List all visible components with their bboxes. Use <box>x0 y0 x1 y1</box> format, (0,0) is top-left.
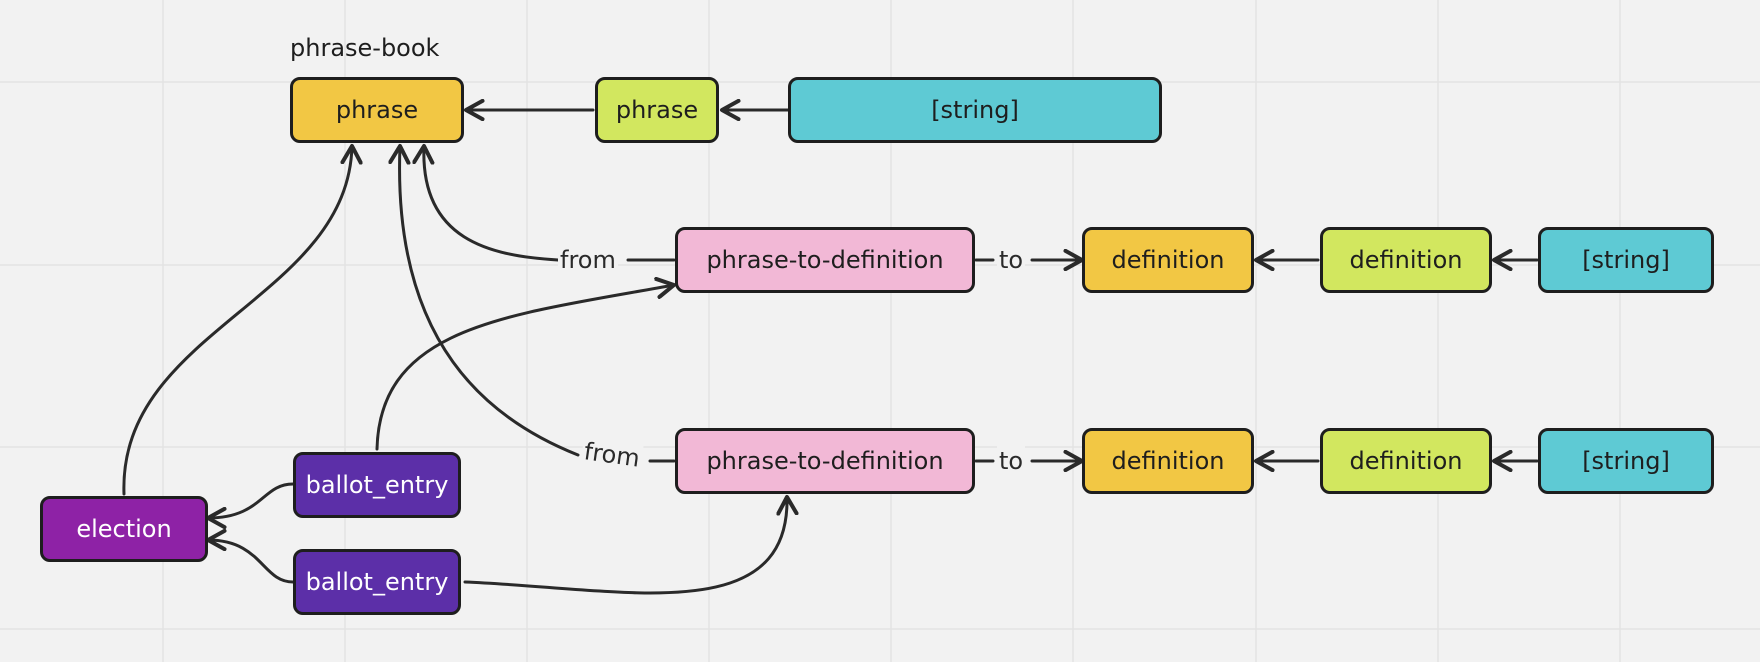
definition-node-1[interactable]: definition <box>1082 227 1254 293</box>
string-node-2[interactable]: [string] <box>1538 428 1714 494</box>
edge-ballot1-to-p2d1 <box>375 285 674 451</box>
frame-title: phrase-book <box>290 34 440 62</box>
edge-label-to-2: to <box>997 446 1026 476</box>
edge-p2d2-from-phrase <box>400 146 580 457</box>
phrase-to-definition-node-1[interactable]: phrase-to-definition <box>675 227 975 293</box>
edge-election-to-phrase <box>122 146 352 496</box>
edge-p2d1-from-phrase <box>424 146 560 262</box>
ballot-entry-node-2[interactable]: ballot_entry <box>293 549 461 615</box>
edge-ballot1-to-election <box>208 482 295 518</box>
definition-type-node-1[interactable]: definition <box>1320 227 1492 293</box>
edge-label-to-1: to <box>997 245 1026 275</box>
edge-ballot2-to-election <box>208 540 295 584</box>
ballot-entry-node-1[interactable]: ballot_entry <box>293 452 461 518</box>
definition-type-node-2[interactable]: definition <box>1320 428 1492 494</box>
election-node[interactable]: election <box>40 496 208 562</box>
edge-label-from-1: from <box>558 245 618 275</box>
phrase-type-node[interactable]: phrase <box>595 77 719 143</box>
phrase-node[interactable]: phrase <box>290 77 464 143</box>
definition-node-2[interactable]: definition <box>1082 428 1254 494</box>
phrase-to-definition-node-2[interactable]: phrase-to-definition <box>675 428 975 494</box>
string-node-1[interactable]: [string] <box>1538 227 1714 293</box>
edge-ballot2-to-p2d2 <box>463 497 787 595</box>
string-node-top[interactable]: [string] <box>788 77 1162 143</box>
